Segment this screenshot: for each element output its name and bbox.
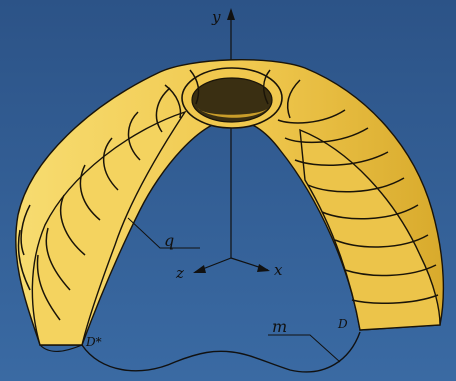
point-d-star-label: D* (85, 335, 102, 349)
opening-inner-wall (198, 108, 268, 118)
right-front-lobe (299, 128, 441, 331)
z-axis-arrow (193, 265, 206, 273)
x-axis-label: x (274, 261, 283, 279)
surface-rib-lines (17, 69, 439, 321)
leader-m (268, 334, 341, 363)
curve-m-label: m (272, 317, 287, 336)
top-opening-hole (191, 77, 273, 123)
curve-q-label: q (164, 231, 174, 250)
dome-shell (15, 59, 445, 346)
boundary-curve-m (81, 331, 361, 373)
y-axis-label: y (211, 8, 221, 26)
left-front-lobe (31, 110, 187, 346)
leader-q (127, 217, 200, 249)
x-axis-arrow (257, 264, 270, 272)
point-d-label: D (337, 317, 348, 331)
y-axis-arrow (227, 8, 235, 20)
boundary-curve-m-left (39, 344, 83, 352)
z-axis-label: z (175, 264, 184, 282)
